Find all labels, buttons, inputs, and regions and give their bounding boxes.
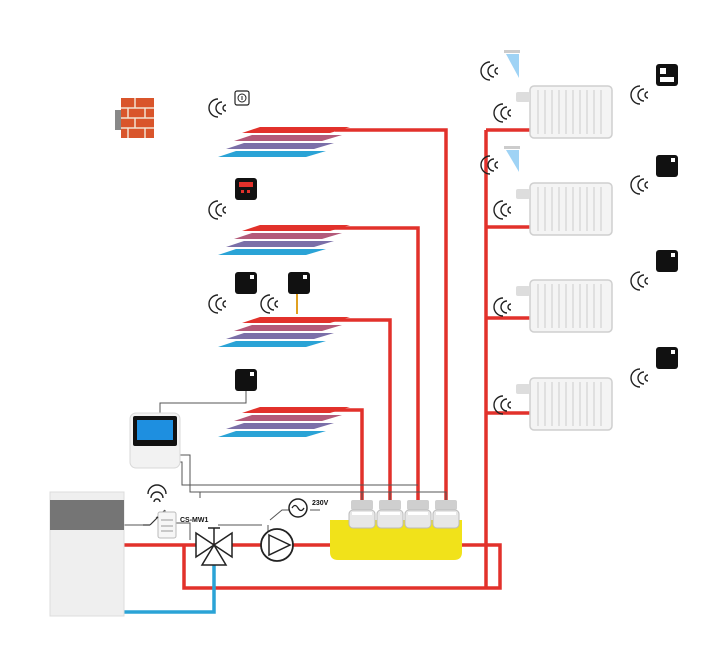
window-sensor-icon: [480, 50, 520, 81]
wireless-signal-icon: [630, 85, 649, 105]
room-sensor-icon: [656, 250, 678, 272]
wireless-signal-icon: [208, 294, 227, 314]
radiator-4: [493, 377, 613, 431]
voltage-label: 230V: [312, 500, 329, 507]
display-sensor-icon: [235, 178, 257, 200]
supply-pipes: [124, 128, 530, 590]
thermostatic-head-icon: [516, 92, 530, 102]
thermostatic-head-icon: [516, 286, 530, 296]
floor-probe-sensor-icon: [288, 272, 310, 314]
underfloor-loop-3: [218, 317, 350, 347]
wall-icon: [115, 98, 154, 138]
boiler-icon: [49, 491, 125, 617]
underfloor-loop-1: [218, 127, 350, 157]
room-sensor-icon: [235, 272, 257, 294]
thermostatic-head-icon: [432, 499, 460, 529]
window-sensor-icon: [480, 146, 520, 175]
wireless-signal-icon: [208, 200, 227, 220]
wireless-signal-icon: [208, 98, 227, 118]
wireless-signal-icon: [147, 484, 167, 503]
thermostatic-head-icon: [348, 499, 376, 529]
room-display-sensor-icon: [656, 64, 678, 86]
control-wiring: [124, 380, 447, 540]
three-way-valve-icon: [195, 527, 233, 566]
return-pipe: [124, 565, 216, 614]
thermostatic-head-icon: [516, 189, 530, 199]
radiator-1: [493, 85, 613, 139]
wireless-signal-icon: [630, 368, 649, 388]
wireless-signal-icon: [630, 271, 649, 291]
power-source-icon: [288, 498, 308, 518]
info-sensor-icon: [234, 90, 250, 106]
room-sensor-icon: [656, 347, 678, 369]
wireless-signal-icon: [630, 175, 649, 195]
thermostatic-head-icon: [376, 499, 404, 529]
radiator-2: [493, 182, 613, 236]
radiator-3: [493, 279, 613, 333]
manifold-icon: [330, 499, 462, 560]
controller-icon: [129, 412, 181, 469]
underfloor-loop-4: [218, 407, 350, 437]
module-label: CS-MW1: [180, 517, 208, 524]
wired-room-sensor-icon: [235, 369, 257, 391]
thermostatic-head-icon: [404, 499, 432, 529]
thermostatic-head-icon: [516, 384, 530, 394]
room-sensor-icon: [656, 155, 678, 177]
wireless-signal-icon: [260, 294, 279, 314]
underfloor-loop-2: [218, 225, 350, 255]
pump-icon: [260, 528, 294, 562]
switch-icon: [143, 516, 159, 526]
cs-mw1-module: [147, 484, 177, 539]
